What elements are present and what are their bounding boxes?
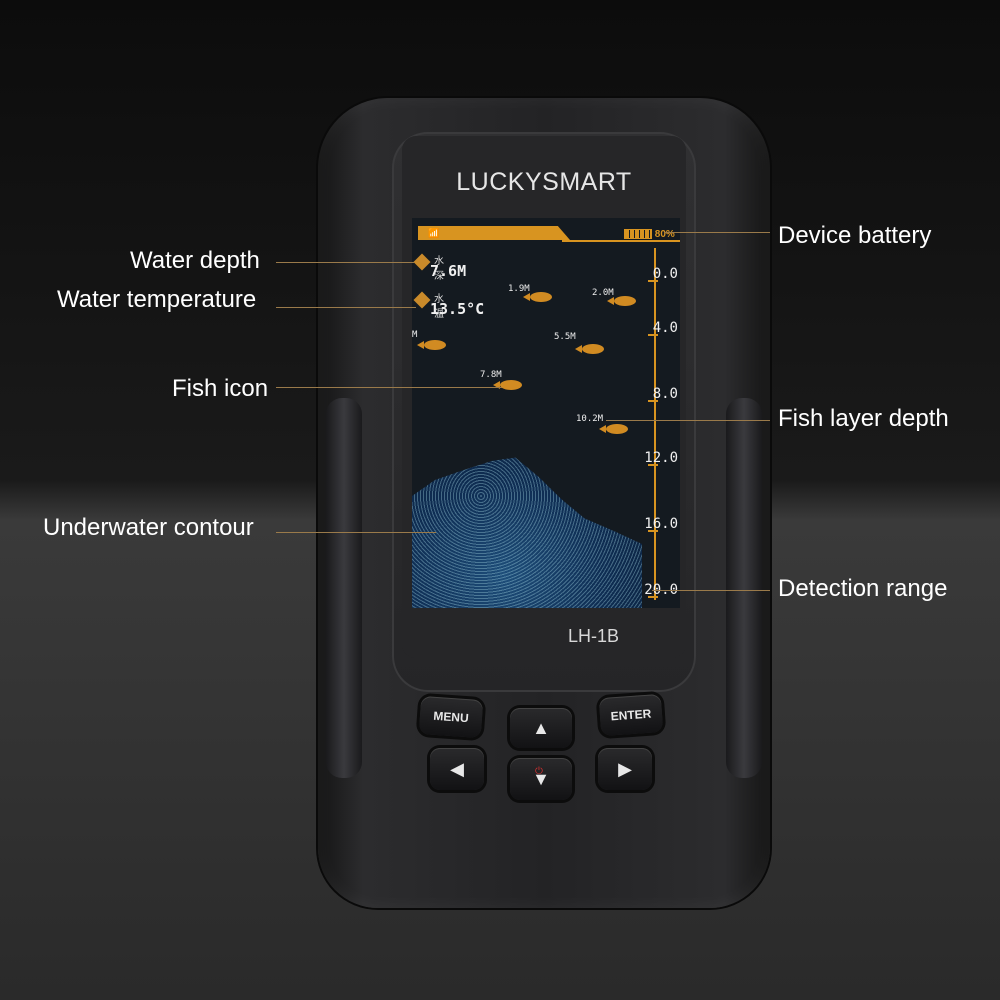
- battery-indicator: 80%: [624, 229, 675, 240]
- fish-depth-label: 10.2M: [576, 414, 604, 424]
- fish-icon: [575, 344, 604, 354]
- leader-line: [276, 262, 414, 263]
- up-button[interactable]: ▲: [510, 708, 572, 748]
- temperature-marker-icon: [413, 291, 431, 309]
- scale-tick: 12.0: [640, 450, 678, 466]
- power-icon: ⏻: [535, 766, 543, 777]
- water-depth-value: 7.6M: [430, 262, 467, 280]
- fish-icon: [523, 292, 552, 302]
- water-depth-label: 水深: [434, 256, 444, 282]
- menu-button-label: MENU: [432, 708, 470, 726]
- depth-marker-icon: [413, 253, 431, 271]
- enter-button-label: ENTER: [610, 706, 652, 724]
- left-grip: [326, 398, 362, 778]
- signal-icon: 📶: [428, 228, 440, 238]
- leader-line: [276, 387, 502, 388]
- scale-tick: 16.0: [640, 516, 678, 532]
- callout-water-depth: Water depth: [130, 247, 260, 274]
- scale-tick: 8.0: [640, 386, 678, 402]
- status-plate: [418, 226, 570, 240]
- brand-logo: LUCKYSMART: [456, 168, 632, 196]
- sonar-screen: 📶 80% 水深 7.6M 水温 13.5°C 0.0 4.0 8.0 12.0…: [412, 218, 680, 608]
- fish-depth-label: M: [412, 330, 418, 340]
- underwater-contour: [412, 457, 642, 608]
- leader-line: [664, 232, 770, 233]
- depth-scale-bar: [654, 248, 656, 600]
- right-arrow-icon: ▶: [618, 758, 632, 779]
- menu-button[interactable]: MENU: [418, 695, 484, 739]
- callout-fish-layer-depth: Fish layer depth: [778, 405, 949, 432]
- right-button[interactable]: ▶: [598, 748, 652, 790]
- model-label: LH-1B: [568, 626, 620, 646]
- scale-tick: 0.0: [640, 266, 678, 282]
- callout-water-temperature: Water temperature: [57, 286, 257, 313]
- scale-label: 4.0: [652, 320, 678, 336]
- up-arrow-icon: ▲: [532, 717, 550, 738]
- leader-line: [652, 590, 770, 591]
- fish-depth-label: 7.8M: [480, 370, 502, 380]
- callout-detection-range: Detection range: [778, 575, 948, 602]
- scale-label: 0.0: [652, 266, 678, 282]
- scale-label: 12.0: [644, 450, 678, 466]
- status-line: [562, 240, 680, 242]
- callout-underwater-contour: Underwater contour: [43, 514, 254, 541]
- callout-fish-icon: Fish icon: [172, 375, 269, 402]
- status-bar: 📶 80%: [412, 224, 680, 244]
- fish-depth-label: 5.5M: [554, 332, 576, 342]
- callout-device-battery: Device battery: [778, 222, 932, 249]
- fish-depth-label: 2.0M: [592, 288, 614, 298]
- scale-tick: 4.0: [640, 320, 678, 336]
- water-temperature-value: 13.5°C: [430, 300, 485, 318]
- leader-line: [276, 307, 416, 308]
- leader-line: [606, 420, 770, 421]
- scale-label: 8.0: [652, 386, 678, 402]
- fish-depth-label: 1.9M: [508, 284, 530, 294]
- scale-label: 16.0: [644, 516, 678, 532]
- left-arrow-icon: ◀: [450, 758, 464, 779]
- fish-icon: [599, 424, 628, 434]
- leader-line: [276, 532, 436, 533]
- right-grip: [726, 398, 762, 778]
- fish-icon: [417, 340, 446, 350]
- fish-icon: [493, 380, 522, 390]
- water-temperature-label: 水温: [434, 294, 444, 320]
- left-button[interactable]: ◀: [430, 748, 484, 790]
- down-power-button[interactable]: ⏻ ▼: [510, 758, 572, 800]
- battery-level: 80%: [654, 229, 675, 240]
- enter-button[interactable]: ENTER: [598, 693, 664, 737]
- battery-icon: [624, 229, 652, 240]
- down-arrow-icon: ▼: [532, 768, 550, 789]
- fish-icon: [607, 296, 636, 306]
- scale-tick: 20.0: [640, 582, 678, 598]
